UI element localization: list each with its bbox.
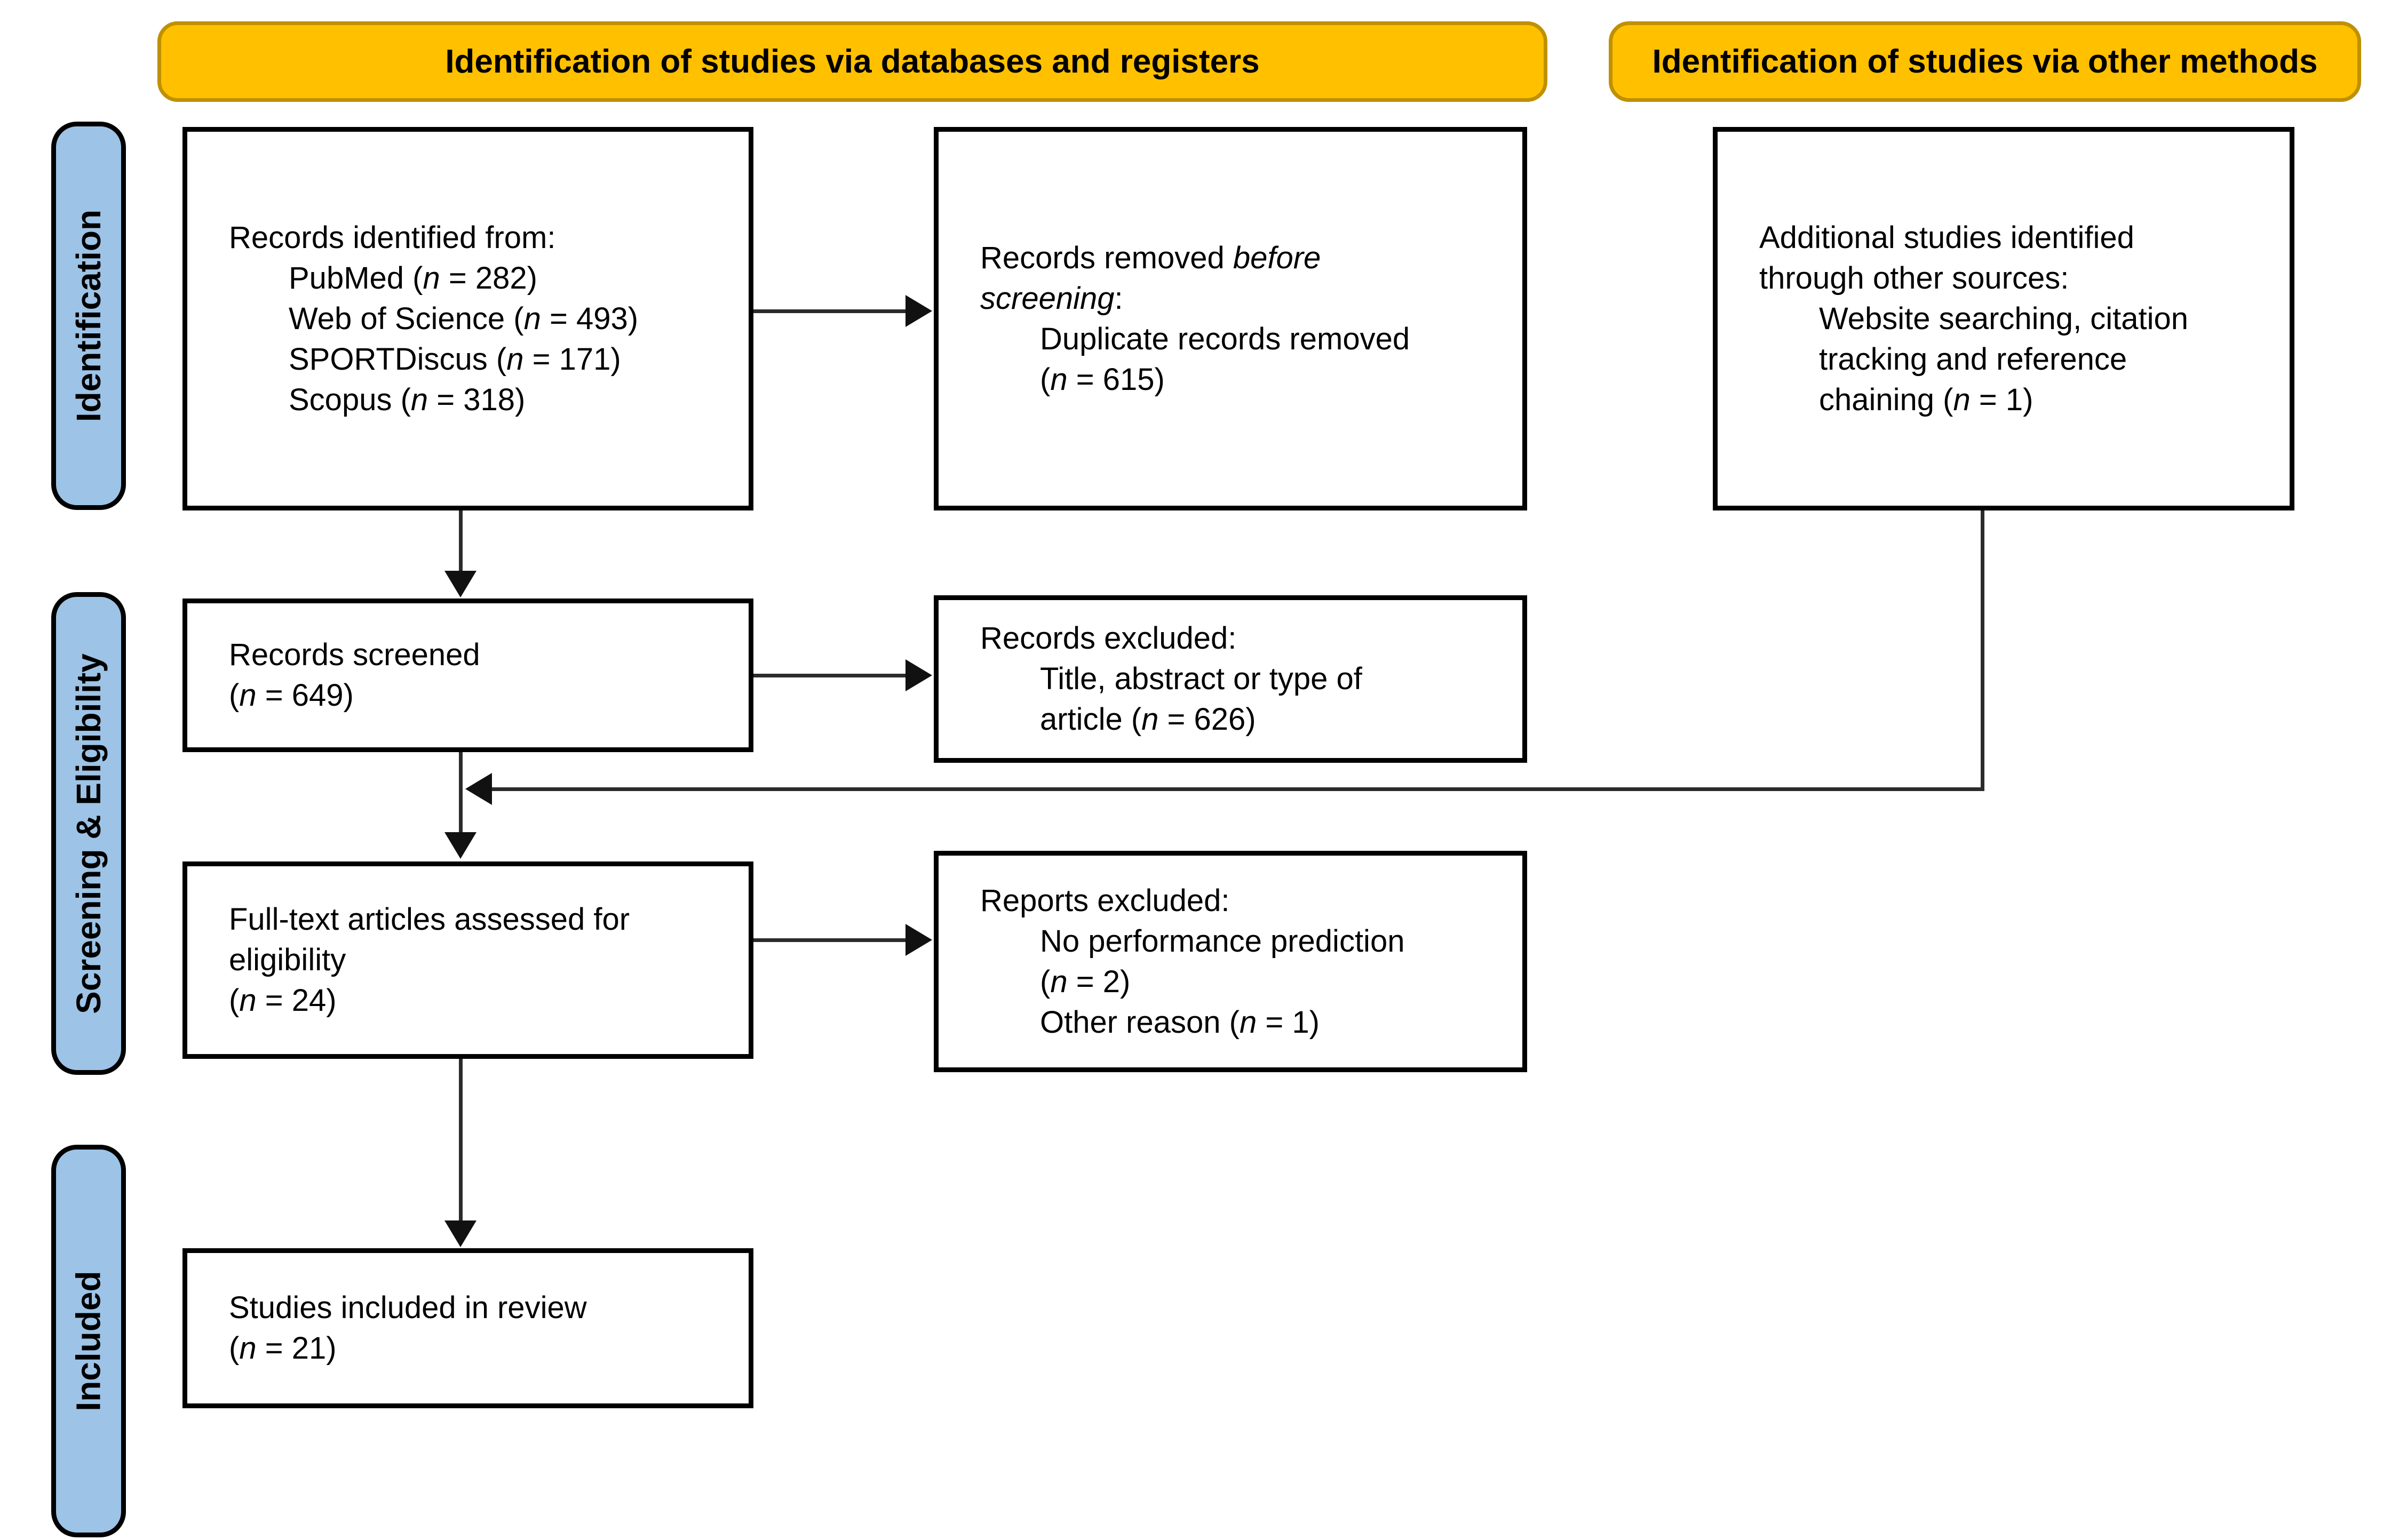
box-text-line: screening: <box>980 281 1123 316</box>
box-text-line: Duplicate records removed <box>1040 321 1410 356</box>
box-text-line: (n = 615) <box>1040 362 1165 397</box>
box-text-line: SPORTDiscus (n = 171) <box>289 341 621 377</box>
box-text-line: (n = 649) <box>229 678 354 713</box>
box-text-line: (n = 2) <box>1040 964 1131 999</box>
connector-identified-to-removed-line <box>753 309 908 313</box>
box-text-line: through other sources: <box>1759 260 2069 296</box>
box-text-line: Web of Science (n = 493) <box>289 301 639 336</box>
box-studies-included: Studies included in review (n = 21) <box>182 1248 753 1408</box>
box-fulltext-assessed: Full-text articles assessed for eligibili… <box>182 861 753 1059</box>
box-text-line: PubMed (n = 282) <box>289 260 537 296</box>
stage-label-included-text: Included <box>69 1271 108 1411</box>
box-text-line: Other reason (n = 1) <box>1040 1004 1320 1040</box>
box-additional-studies-other-sources: Additional studies identified through oth… <box>1713 127 2294 510</box>
box-text-line: (n = 21) <box>229 1331 337 1366</box>
box-text-line: Title, abstract or type of <box>1040 661 1362 696</box>
box-text-line: Reports excluded: <box>980 883 1230 918</box>
box-text-line: tracking and reference <box>1819 341 2127 377</box>
stage-label-identification: Identification <box>51 122 126 510</box>
box-reports-excluded: Reports excluded: No performance predicti… <box>934 851 1527 1072</box>
connector-other-methods-vertical-line <box>1981 510 1984 791</box>
banner-other-methods: Identification of studies via other meth… <box>1609 21 2361 102</box>
banner-other-methods-label: Identification of studies via other meth… <box>1652 43 2318 80</box>
connector-identified-to-removed-arrowhead <box>905 295 932 327</box>
box-records-screened: Records screened (n = 649) <box>182 599 753 752</box>
banner-databases-registers-label: Identification of studies via databases … <box>445 43 1260 80</box>
connector-screened-to-excluded-arrowhead <box>905 659 932 691</box>
box-text-line: article (n = 626) <box>1040 702 1256 737</box>
stage-label-screening-eligibility-text: Screening & Eligibility <box>69 653 108 1014</box>
box-text-line: Full-text articles assessed for <box>229 902 630 937</box>
box-text-line: Records removed before <box>980 240 1321 275</box>
box-text-line: (n = 24) <box>229 983 337 1018</box>
connector-identified-to-screened-arrowhead <box>444 571 476 597</box>
box-text-line: Additional studies identified <box>1759 220 2134 255</box>
box-text-line: Records identified from: <box>229 220 556 255</box>
connector-fulltext-to-included-line <box>459 1059 463 1222</box>
connector-screened-to-excluded-line <box>753 674 908 677</box>
connector-identified-to-screened-line <box>459 510 463 574</box>
connector-screened-to-fulltext-line <box>459 752 463 835</box>
box-text-line: No performance prediction <box>1040 923 1405 959</box>
box-records-removed-before-screening: Records removed before screening: Duplicat… <box>934 127 1527 510</box>
connector-fulltext-to-included-arrowhead <box>444 1220 476 1247</box>
box-text-line: Website searching, citation <box>1819 301 2189 336</box>
box-text-line: eligibility <box>229 943 346 977</box>
stage-label-included: Included <box>51 1145 126 1537</box>
box-text-line: Records screened <box>229 637 480 672</box>
stage-label-identification-text: Identification <box>69 209 108 422</box>
connector-fulltext-to-reports-excluded-arrowhead <box>905 924 932 956</box>
box-text-line: chaining (n = 1) <box>1819 382 2033 417</box>
connector-other-methods-arrowhead <box>465 773 492 805</box>
box-text-line: Studies included in review <box>229 1290 587 1325</box>
connector-fulltext-to-reports-excluded-line <box>753 938 908 942</box>
connector-other-methods-horizontal-line <box>491 787 1984 791</box>
connector-screened-to-fulltext-arrowhead <box>444 832 476 859</box>
stage-label-screening-eligibility: Screening & Eligibility <box>51 592 126 1075</box>
box-text-line: Records excluded: <box>980 621 1237 656</box>
box-text-line: Scopus (n = 318) <box>289 382 526 417</box>
box-records-identified: Records identified from: PubMed (n = 282)… <box>182 127 753 510</box>
box-records-excluded: Records excluded: Title, abstract or type… <box>934 595 1527 763</box>
banner-databases-registers: Identification of studies via databases … <box>157 21 1547 102</box>
